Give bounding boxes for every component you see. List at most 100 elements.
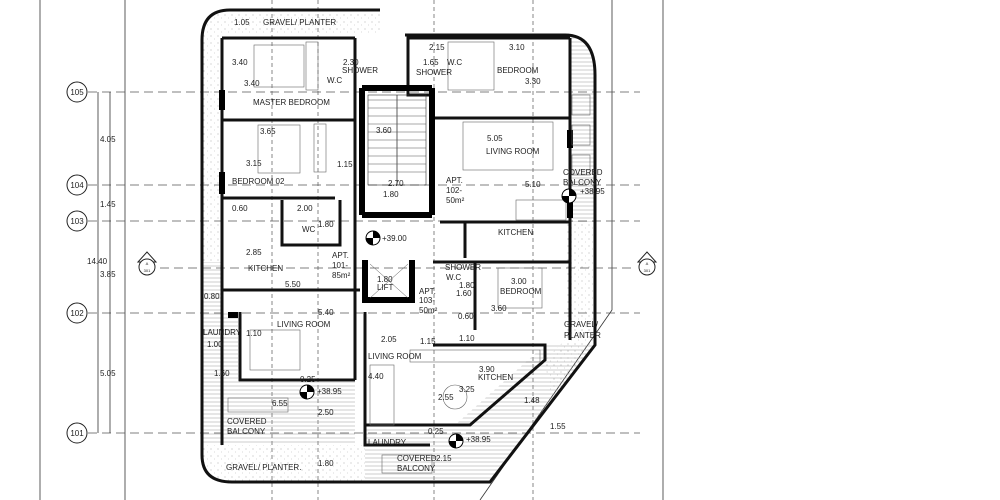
dim-label: 2.55	[438, 393, 454, 402]
grid-label: 104	[70, 181, 84, 190]
dim-label: 0.25	[428, 427, 444, 436]
dim-label: 2.15	[429, 43, 445, 52]
room-label: BALCONY	[563, 178, 602, 187]
dim-label: 1.80	[318, 220, 334, 229]
dim-label: 1.60	[456, 289, 472, 298]
dim-label: 2.15	[436, 454, 452, 463]
overall-dimensions: 4.05 1.45 14.40 3.85 5.05	[87, 92, 116, 433]
apt-101-labels: 1.05 GRAVEL/ PLANTER 3.40 2.30 SHOWER W.…	[203, 18, 378, 472]
dim-label: 2.85	[246, 248, 262, 257]
room-label: SHOWER	[342, 66, 378, 75]
apt-label: 101-	[332, 261, 348, 270]
room-label: KITCHEN	[478, 373, 513, 382]
room-label: LIVING ROOM	[486, 147, 540, 156]
level-marker	[365, 230, 381, 246]
room-label: SHOWER	[416, 68, 452, 77]
dim-label: 2.50	[318, 408, 334, 417]
dim-label: 6.55	[272, 399, 288, 408]
dim-label: 3.60	[491, 304, 507, 313]
section-letter: A	[146, 261, 149, 266]
grid-axis-102: 102	[66, 302, 88, 324]
section-marker-left: A 301	[136, 251, 158, 276]
dim-label: 4.40	[368, 372, 384, 381]
dim-label: 3.85	[100, 270, 116, 279]
dim-label: 3.40	[232, 58, 248, 67]
dim-label: 1.45	[100, 200, 116, 209]
level-label: +38.95	[580, 187, 605, 196]
dim-label: 1.10	[246, 329, 262, 338]
apt-label: APT.	[446, 176, 463, 185]
dim-label: 3.90	[479, 365, 495, 374]
apt-label: APT.	[419, 287, 436, 296]
room-label: SHOWER	[445, 263, 481, 272]
apt-102-labels: 2.15 3.10 1.65 W.C SHOWER BEDROOM 3.30 5…	[416, 43, 605, 237]
dim-label: 0.60	[458, 312, 474, 321]
dim-label: 0.80	[204, 292, 220, 301]
grid-label: 101	[70, 429, 84, 438]
room-label: COVERED	[227, 417, 267, 426]
room-label: W.C	[447, 58, 462, 67]
dim-label: 3.00	[511, 277, 527, 286]
grid-axis-105: 105	[66, 81, 88, 103]
level-label: +39.00	[382, 234, 407, 243]
level-label: +38.95	[317, 387, 342, 396]
apt-label: APT.	[332, 251, 349, 260]
room-label: LAUNDRY	[203, 328, 242, 337]
lift-shaft	[369, 263, 409, 299]
dim-label: 14.40	[87, 257, 108, 266]
core-labels: 3.60 2.70 1.80 +39.00 1.80 LIFT	[376, 126, 407, 292]
level-marker	[561, 188, 577, 204]
apt-area: 50m²	[419, 306, 438, 315]
room-label: LIVING ROOM	[368, 352, 422, 361]
dim-label: 1.80	[318, 459, 334, 468]
area-label: GRAVEL/ PLANTER	[263, 18, 336, 27]
level-marker	[448, 433, 464, 449]
dim-label: 5.10	[525, 180, 541, 189]
dim-label: 4.05	[100, 135, 116, 144]
room-label: BEDROOM 02	[232, 177, 285, 186]
dim-label: 1.65	[423, 58, 439, 67]
dim-label: 5.05	[487, 134, 503, 143]
room-label: LIFT	[377, 283, 394, 292]
area-label: GRAVEL/	[564, 320, 599, 329]
room-label: W.C	[446, 273, 461, 282]
dim-label: 3.15	[246, 159, 262, 168]
dim-label: 5.05	[100, 369, 116, 378]
dim-label: 5.50	[285, 280, 301, 289]
apt-103-labels: SHOWER W.C 1.80 1.60 APT. 103- 50m² 3.00…	[368, 263, 601, 473]
room-label: LAUNDRY	[368, 438, 407, 447]
dim-label: 1.80	[383, 190, 399, 199]
staircase	[367, 94, 427, 186]
room-label: KITCHEN	[498, 228, 533, 237]
room-label: BALCONY	[397, 464, 436, 473]
room-label: BEDROOM	[497, 66, 539, 75]
apt-label: 103-	[419, 296, 435, 305]
dim-label: 3.30	[525, 77, 541, 86]
dim-label: 2.05	[381, 335, 397, 344]
room-label: KITCHEN	[248, 264, 283, 273]
dim-label: 1.05	[234, 18, 250, 27]
section-marker-right: A 301	[636, 251, 658, 276]
dim-label: 1.00	[207, 340, 223, 349]
grid-label: 102	[70, 309, 84, 318]
grid-label: 105	[70, 88, 84, 97]
dim-label: 5.40	[318, 308, 334, 317]
section-sheet: 301	[144, 268, 151, 273]
level-label: +38.95	[466, 435, 491, 444]
section-sheet: 301	[644, 268, 651, 273]
furniture	[227, 41, 591, 474]
apt-label: 102-	[446, 186, 462, 195]
area-label: GRAVEL/ PLANTER.	[226, 463, 301, 472]
dim-label: 2.00	[297, 204, 313, 213]
dim-label: 2.30	[343, 58, 359, 67]
dim-label: 1.60	[214, 369, 230, 378]
room-label: BALCONY	[227, 427, 266, 436]
sheet-frame	[39, 0, 664, 500]
dim-label: 0.25	[300, 375, 316, 384]
dim-label: 1.80	[459, 281, 475, 290]
room-label: MASTER BEDROOM	[253, 98, 330, 107]
apt-area: 50m²	[446, 196, 465, 205]
dim-label: 1.48	[524, 396, 540, 405]
dim-label: 3.25	[459, 385, 475, 394]
